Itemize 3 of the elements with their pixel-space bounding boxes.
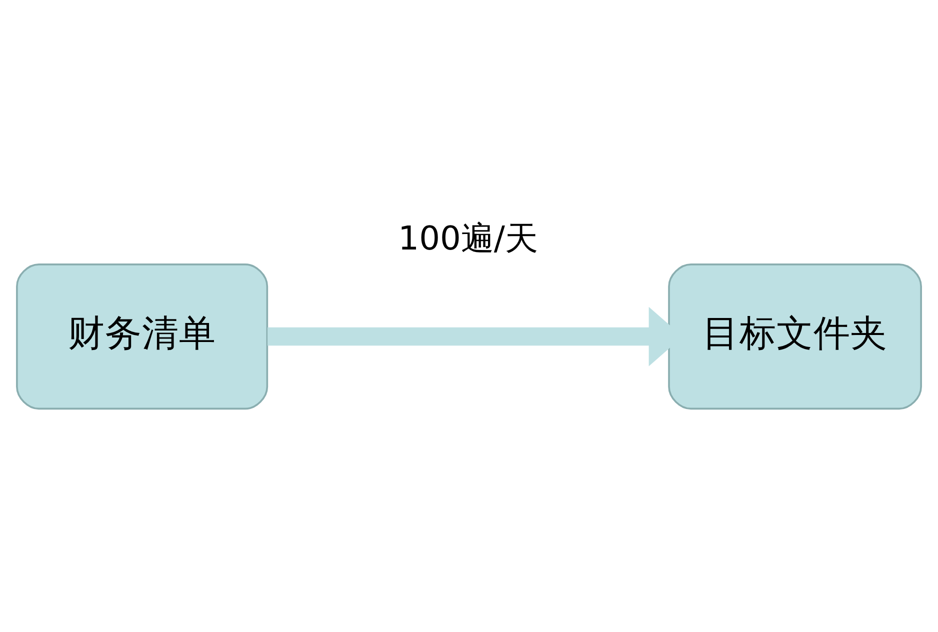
node-box: 财务清单 (16, 263, 268, 410)
node-box: 目标文件夹 (668, 263, 922, 410)
edge-label: 100遍/天 (398, 218, 538, 258)
